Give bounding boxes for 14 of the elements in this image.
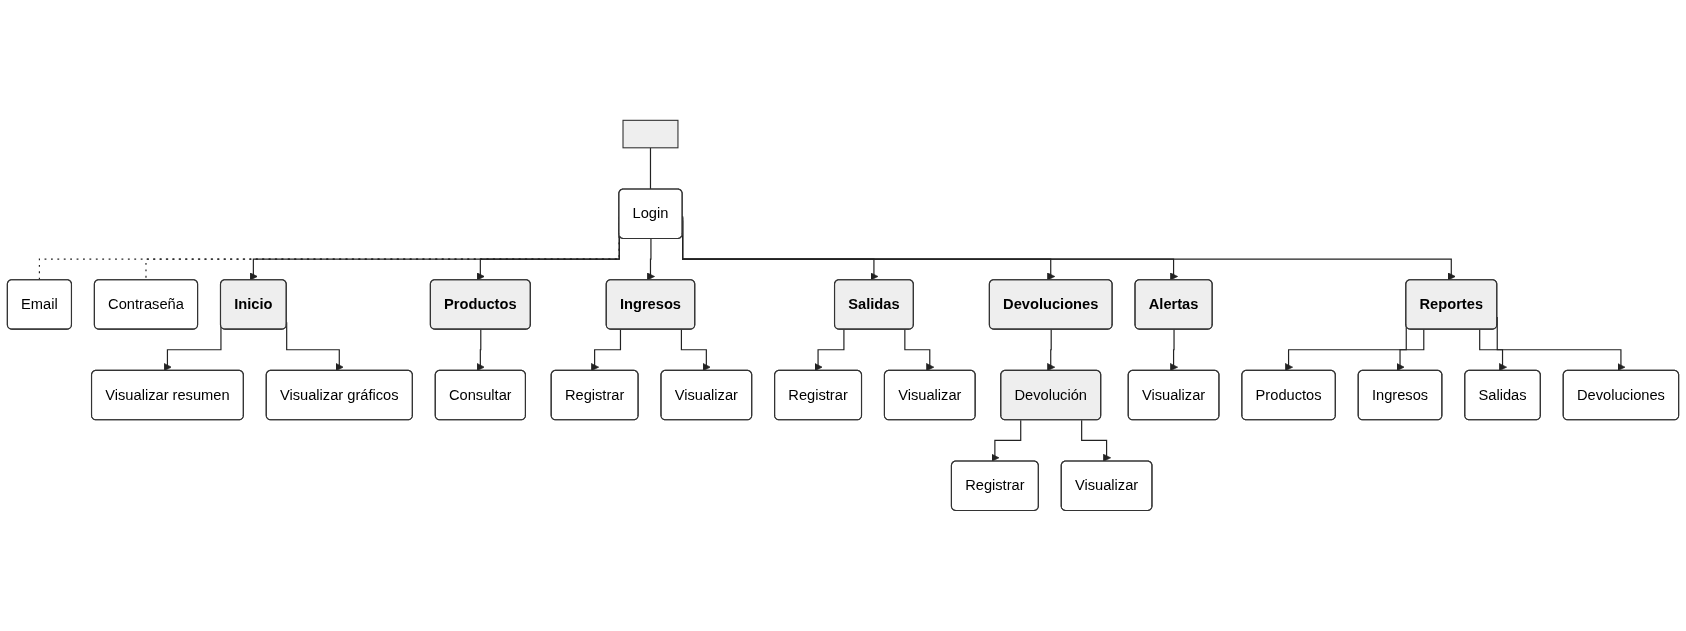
arrow xyxy=(991,419,1022,462)
arrow xyxy=(680,329,711,372)
node-box xyxy=(622,119,679,149)
arrow xyxy=(904,329,935,372)
arrow xyxy=(1479,329,1507,372)
arrow xyxy=(1396,329,1425,372)
connector xyxy=(649,147,652,191)
arrow xyxy=(1081,419,1111,462)
arrow xyxy=(476,329,485,372)
arrow xyxy=(1169,329,1178,372)
arrow xyxy=(814,329,845,372)
arrow xyxy=(646,238,655,281)
arrow xyxy=(1047,329,1056,372)
arrow xyxy=(590,329,622,372)
